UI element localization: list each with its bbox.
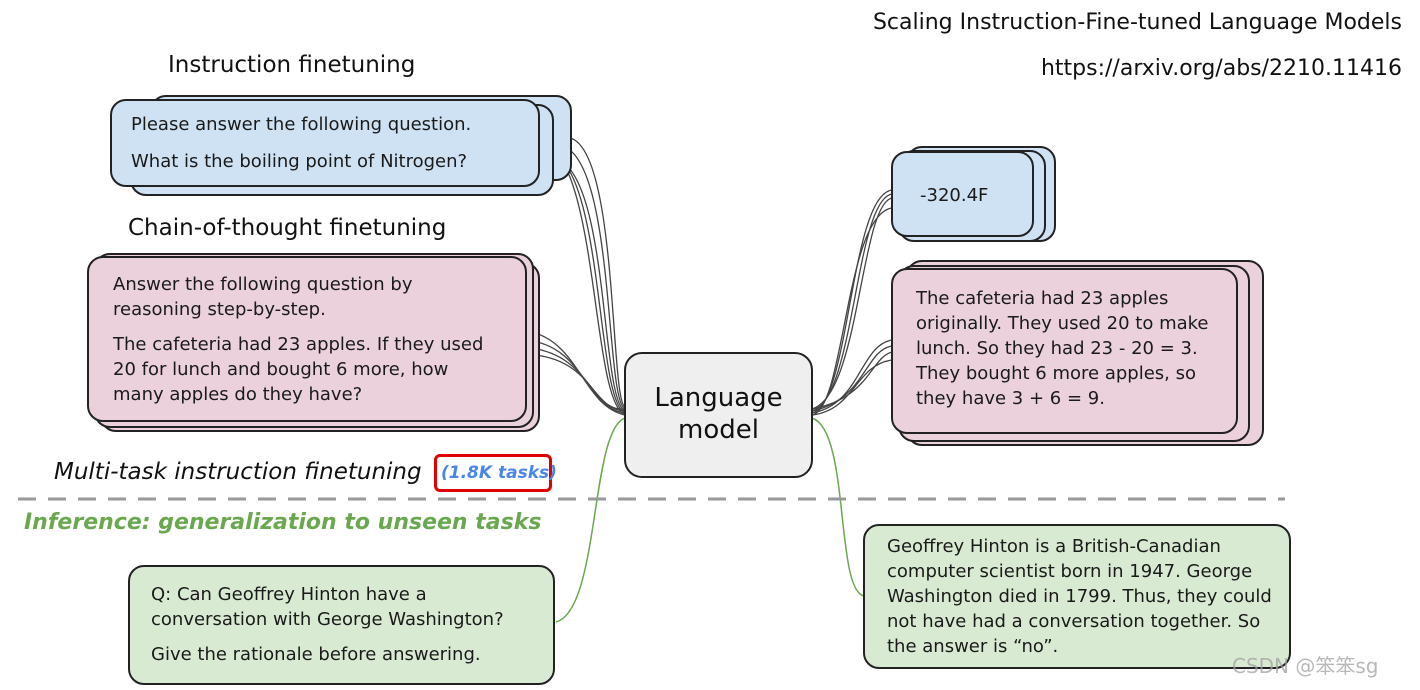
- inference-output-text: Geoffrey Hinton is a British-Canadian co…: [887, 536, 1272, 657]
- instruction-input-card: [110, 99, 540, 187]
- instruction-finetuning-label: Instruction finetuning: [168, 52, 416, 78]
- wire: [811, 351, 893, 410]
- cot-input-text: Answer the following question by reasoni…: [113, 272, 493, 407]
- tasks-highlight-box: [434, 454, 552, 492]
- wire: [545, 149, 626, 414]
- wire: [534, 354, 626, 410]
- wire: [811, 189, 893, 414]
- inference-input-card: [128, 565, 555, 685]
- wire: [553, 157, 626, 412]
- paper-title: Scaling Instruction-Fine-tuned Language …: [872, 10, 1402, 35]
- paper-url[interactable]: https://arxiv.org/abs/2210.11416: [1040, 56, 1402, 81]
- wire: [555, 417, 626, 623]
- multitask-label: Multi-task instruction finetuning: [54, 459, 422, 485]
- cot-input-card: [87, 256, 527, 422]
- inference-input-text: Q: Can Geoffrey Hinton have a conversati…: [151, 582, 541, 667]
- language-model-label: Language model: [624, 382, 813, 446]
- instruction-line-2: What is the boiling point of Nitrogen?: [131, 151, 468, 172]
- inference-wires: [555, 417, 865, 623]
- cot-finetuning-label: Chain-of-thought finetuning: [128, 215, 447, 241]
- wire: [811, 207, 893, 416]
- wire: [811, 197, 893, 410]
- wire: [561, 145, 626, 410]
- language-model-line-2: model: [678, 415, 759, 445]
- inference-question: Q: Can Geoffrey Hinton have a conversati…: [151, 584, 504, 630]
- wire: [569, 137, 626, 408]
- inference-instruction: Give the rationale before answering.: [151, 644, 481, 665]
- cot-instruction: Answer the following question by reasoni…: [113, 274, 413, 320]
- tasks-count-badge: (1.8K tasks): [441, 463, 557, 483]
- wire: [811, 193, 893, 412]
- inference-output-card: [863, 524, 1291, 669]
- language-model-box: [624, 352, 813, 478]
- inference-label: Inference: generalization to unseen task…: [24, 510, 542, 535]
- cot-output-text: The cafeteria had 23 apples originally. …: [916, 288, 1209, 409]
- instruction-output-text: -320.4F: [920, 185, 989, 206]
- wire: [811, 345, 893, 412]
- instruction-input-text: Please answer the following question. Wh…: [131, 112, 471, 174]
- wire: [811, 359, 893, 416]
- wire: [811, 339, 893, 414]
- watermark: CSDN @笨笨sg: [1232, 654, 1379, 678]
- instruction-output-card: [891, 151, 1034, 237]
- cot-output-card: [891, 268, 1238, 434]
- cot-question: The cafeteria had 23 apples. If they use…: [113, 334, 484, 405]
- wire: [811, 417, 865, 597]
- instruction-line-1: Please answer the following question.: [131, 114, 472, 135]
- language-model-line-1: Language: [654, 383, 783, 413]
